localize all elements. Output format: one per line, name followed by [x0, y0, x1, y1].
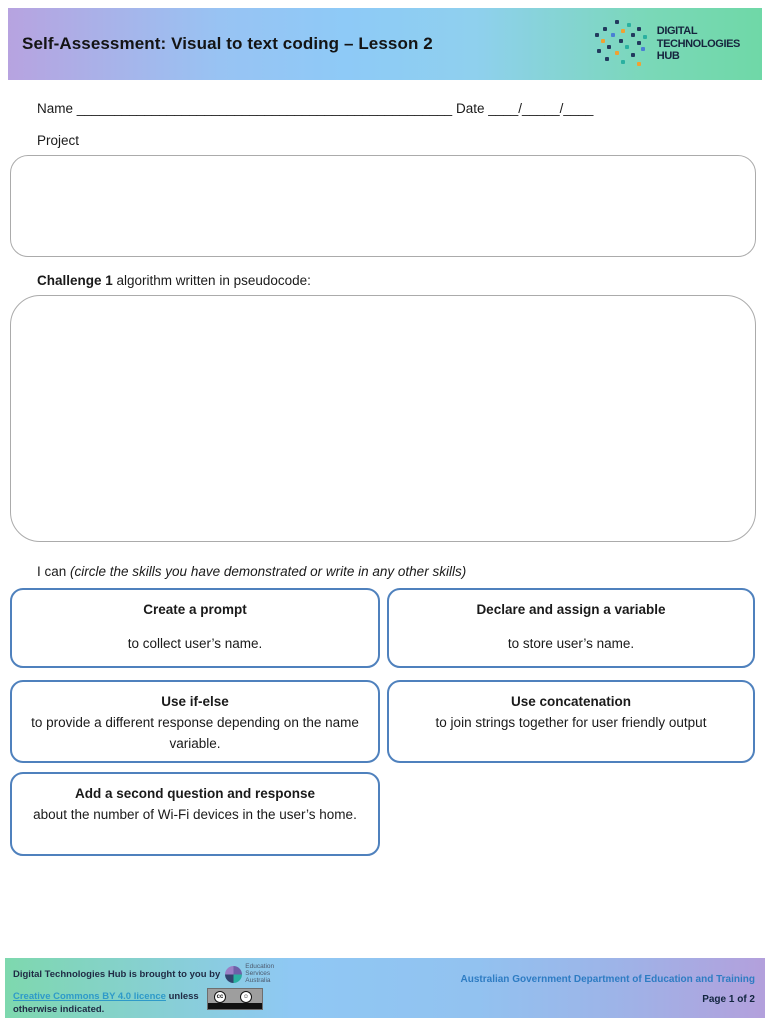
- digital-technologies-hub-logo: DIGITAL TECHNOLOGIES HUB: [593, 19, 740, 69]
- cc-badge-band: [208, 1003, 262, 1009]
- cc-by-badge-icon: cc ☺: [207, 988, 263, 1010]
- challenge-label-rest: algorithm written in pseudocode:: [112, 273, 311, 288]
- name-write-line[interactable]: ________________________________________…: [76, 101, 453, 116]
- skill-box-concatenation[interactable]: Use concatenation to join strings togeth…: [387, 680, 755, 763]
- logo-dots-icon: [593, 19, 649, 69]
- footer-banner: Digital Technologies Hub is brought to y…: [5, 958, 765, 1018]
- esa-logo: Education Services Australia: [225, 963, 275, 984]
- project-input-box[interactable]: [10, 155, 756, 257]
- skill-title: Declare and assign a variable: [476, 602, 666, 617]
- skill-title: Create a prompt: [143, 602, 247, 617]
- page-title: Self-Assessment: Visual to text coding –…: [22, 34, 433, 53]
- name-label: Name: [37, 101, 74, 116]
- skill-body: to collect user’s name.: [127, 636, 263, 651]
- skill-body: to store user’s name.: [507, 636, 635, 651]
- skill-body: to provide a different response dependin…: [31, 715, 359, 751]
- project-label: Project: [37, 133, 80, 148]
- brought-by-text: Digital Technologies Hub is brought to y…: [13, 968, 221, 980]
- date-write-line[interactable]: ____/_____/____: [488, 101, 594, 116]
- skill-body: to join strings together for user friend…: [435, 715, 707, 730]
- skill-box-create-prompt[interactable]: Create a prompt to collect user’s name.: [10, 588, 380, 668]
- challenge-label: Challenge 1 algorithm written in pseudoc…: [37, 273, 311, 288]
- cc-circle-icon: cc: [214, 991, 226, 1003]
- footer-right: Australian Government Department of Educ…: [461, 974, 755, 1005]
- esa-emblem-icon: [225, 965, 243, 983]
- skill-title: Use if-else: [161, 694, 229, 709]
- name-date-row: Name ___________________________________…: [37, 101, 593, 116]
- skill-box-second-question[interactable]: Add a second question and response about…: [10, 772, 380, 856]
- skill-box-declare-variable[interactable]: Declare and assign a variable to store u…: [387, 588, 755, 668]
- page-number: Page 1 of 2: [702, 994, 755, 1005]
- logo-wordmark: DIGITAL TECHNOLOGIES HUB: [656, 25, 741, 63]
- skill-box-if-else[interactable]: Use if-else to provide a different respo…: [10, 680, 380, 763]
- ican-row: I can (circle the skills you have demons…: [37, 564, 466, 579]
- cc-rest-1: unless: [165, 991, 199, 1003]
- date-label: Date: [455, 101, 485, 116]
- esa-logo-text: Education Services Australia: [245, 963, 275, 984]
- challenge-label-bold: Challenge 1: [37, 273, 113, 288]
- cc-rest-2: otherwise indicated.: [13, 1004, 105, 1016]
- skill-title: Add a second question and response: [74, 786, 316, 801]
- skill-title: Use concatenation: [510, 694, 632, 709]
- creative-commons-link[interactable]: Creative Commons BY 4.0 licence: [13, 991, 166, 1003]
- cc-person-icon: ☺: [240, 991, 252, 1003]
- pseudocode-input-box[interactable]: [10, 295, 756, 542]
- gov-department-text: Australian Government Department of Educ…: [460, 974, 755, 985]
- footer-left: Digital Technologies Hub is brought to y…: [13, 963, 275, 1016]
- ican-instruction: (circle the skills you have demonstrated…: [70, 564, 467, 579]
- header-banner: Self-Assessment: Visual to text coding –…: [8, 8, 762, 80]
- skill-body: about the number of Wi-Fi devices in the…: [33, 807, 357, 822]
- ican-label: I can: [37, 564, 71, 579]
